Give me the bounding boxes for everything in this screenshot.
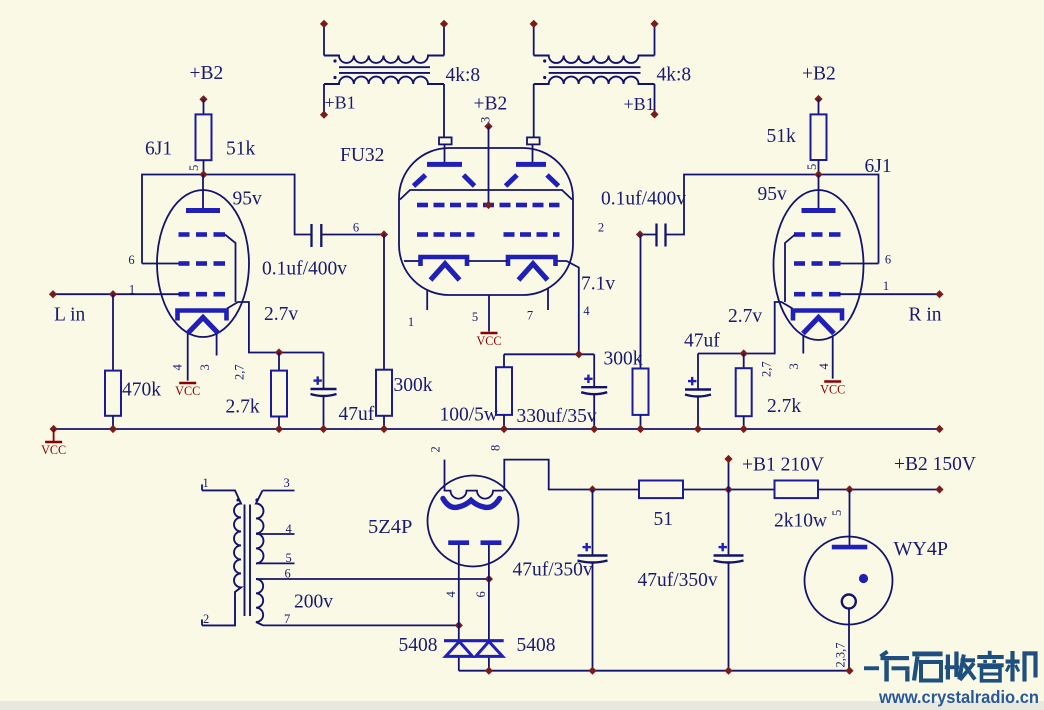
svg-text:+B2: +B2 — [190, 63, 224, 84]
svg-text:+B1: +B1 — [325, 93, 356, 113]
svg-text:330uf/35v: 330uf/35v — [517, 406, 597, 427]
svg-text:2.7k: 2.7k — [226, 397, 260, 418]
svg-text:VCC: VCC — [476, 334, 501, 348]
svg-text:51k: 51k — [767, 126, 797, 147]
svg-text:6: 6 — [474, 591, 488, 597]
svg-text:6: 6 — [128, 253, 134, 267]
svg-text:2.7v: 2.7v — [264, 304, 298, 325]
svg-text:51: 51 — [654, 509, 674, 530]
svg-text:6: 6 — [285, 567, 291, 581]
svg-text:5: 5 — [805, 164, 819, 170]
svg-text:1: 1 — [129, 283, 135, 297]
svg-text:4: 4 — [444, 591, 458, 598]
svg-text:2: 2 — [429, 446, 443, 452]
svg-text:4: 4 — [286, 522, 293, 536]
svg-text:47uf: 47uf — [339, 404, 375, 425]
svg-text:3: 3 — [479, 117, 493, 123]
svg-text:51k: 51k — [226, 139, 256, 160]
svg-text:6J1: 6J1 — [145, 139, 172, 160]
svg-text:+B2 150V: +B2 150V — [894, 454, 976, 475]
svg-text:3: 3 — [198, 364, 212, 370]
svg-text:6J1: 6J1 — [865, 156, 892, 177]
svg-text:47uf: 47uf — [684, 331, 720, 352]
svg-text:2,7: 2,7 — [760, 361, 774, 377]
svg-text:5Z4P: 5Z4P — [368, 516, 412, 538]
svg-text:7.1v: 7.1v — [581, 274, 615, 295]
svg-text:+B2: +B2 — [474, 94, 508, 115]
svg-text:FU32: FU32 — [340, 145, 384, 166]
svg-text:0.1uf/400v: 0.1uf/400v — [262, 259, 347, 280]
svg-text:VCC: VCC — [820, 383, 845, 397]
svg-text:5: 5 — [286, 551, 292, 565]
svg-text:95v: 95v — [758, 184, 788, 205]
svg-text:3: 3 — [284, 476, 290, 490]
svg-text:VCC: VCC — [175, 384, 200, 398]
svg-text:5: 5 — [472, 310, 478, 324]
svg-text:3: 3 — [787, 363, 801, 369]
svg-text:0.1uf/400v: 0.1uf/400v — [601, 189, 686, 210]
svg-text:R in: R in — [909, 305, 942, 326]
svg-text:5: 5 — [830, 510, 844, 516]
svg-text:L in: L in — [54, 305, 85, 326]
svg-text:2: 2 — [598, 221, 604, 235]
svg-text:7: 7 — [284, 612, 290, 626]
svg-text:47uf/350v: 47uf/350v — [513, 560, 593, 581]
svg-text:WY4P: WY4P — [894, 538, 948, 560]
svg-text:200v: 200v — [294, 592, 333, 613]
svg-text:1: 1 — [883, 279, 889, 293]
svg-text:+B2: +B2 — [802, 64, 836, 85]
svg-text:8: 8 — [489, 445, 503, 451]
svg-text:100/5w: 100/5w — [440, 405, 499, 426]
svg-text:4: 4 — [583, 304, 590, 318]
svg-text:2.7k: 2.7k — [767, 396, 801, 417]
svg-text:1: 1 — [408, 315, 414, 329]
svg-text:1: 1 — [203, 476, 209, 490]
svg-text:VCC: VCC — [41, 443, 66, 457]
svg-text:7: 7 — [527, 309, 533, 323]
svg-text:95v: 95v — [233, 189, 263, 210]
svg-text:300k: 300k — [394, 375, 433, 396]
svg-text:4: 4 — [171, 364, 185, 371]
svg-text:2,7: 2,7 — [233, 364, 247, 380]
svg-text:470k: 470k — [122, 380, 161, 401]
svg-text:4k:8: 4k:8 — [446, 65, 481, 86]
svg-text:www.crystalradio.cn: www.crystalradio.cn — [878, 687, 1039, 707]
svg-text:4k:8: 4k:8 — [657, 65, 692, 86]
svg-text:2,3,7: 2,3,7 — [834, 643, 848, 668]
svg-text:300k: 300k — [604, 349, 643, 370]
svg-text:6: 6 — [353, 221, 359, 235]
svg-text:5408: 5408 — [399, 635, 438, 656]
svg-text:2: 2 — [203, 612, 209, 626]
svg-text:6: 6 — [885, 253, 891, 267]
svg-text:5408: 5408 — [517, 635, 556, 656]
svg-text:+B1: +B1 — [624, 94, 655, 114]
svg-text:4: 4 — [817, 363, 831, 370]
svg-text:+B1 210V: +B1 210V — [742, 455, 824, 476]
svg-text:2.7v: 2.7v — [728, 306, 762, 327]
svg-text:47uf/350v: 47uf/350v — [638, 570, 718, 591]
svg-text:5: 5 — [187, 165, 201, 171]
svg-text:2k10w: 2k10w — [774, 511, 827, 532]
